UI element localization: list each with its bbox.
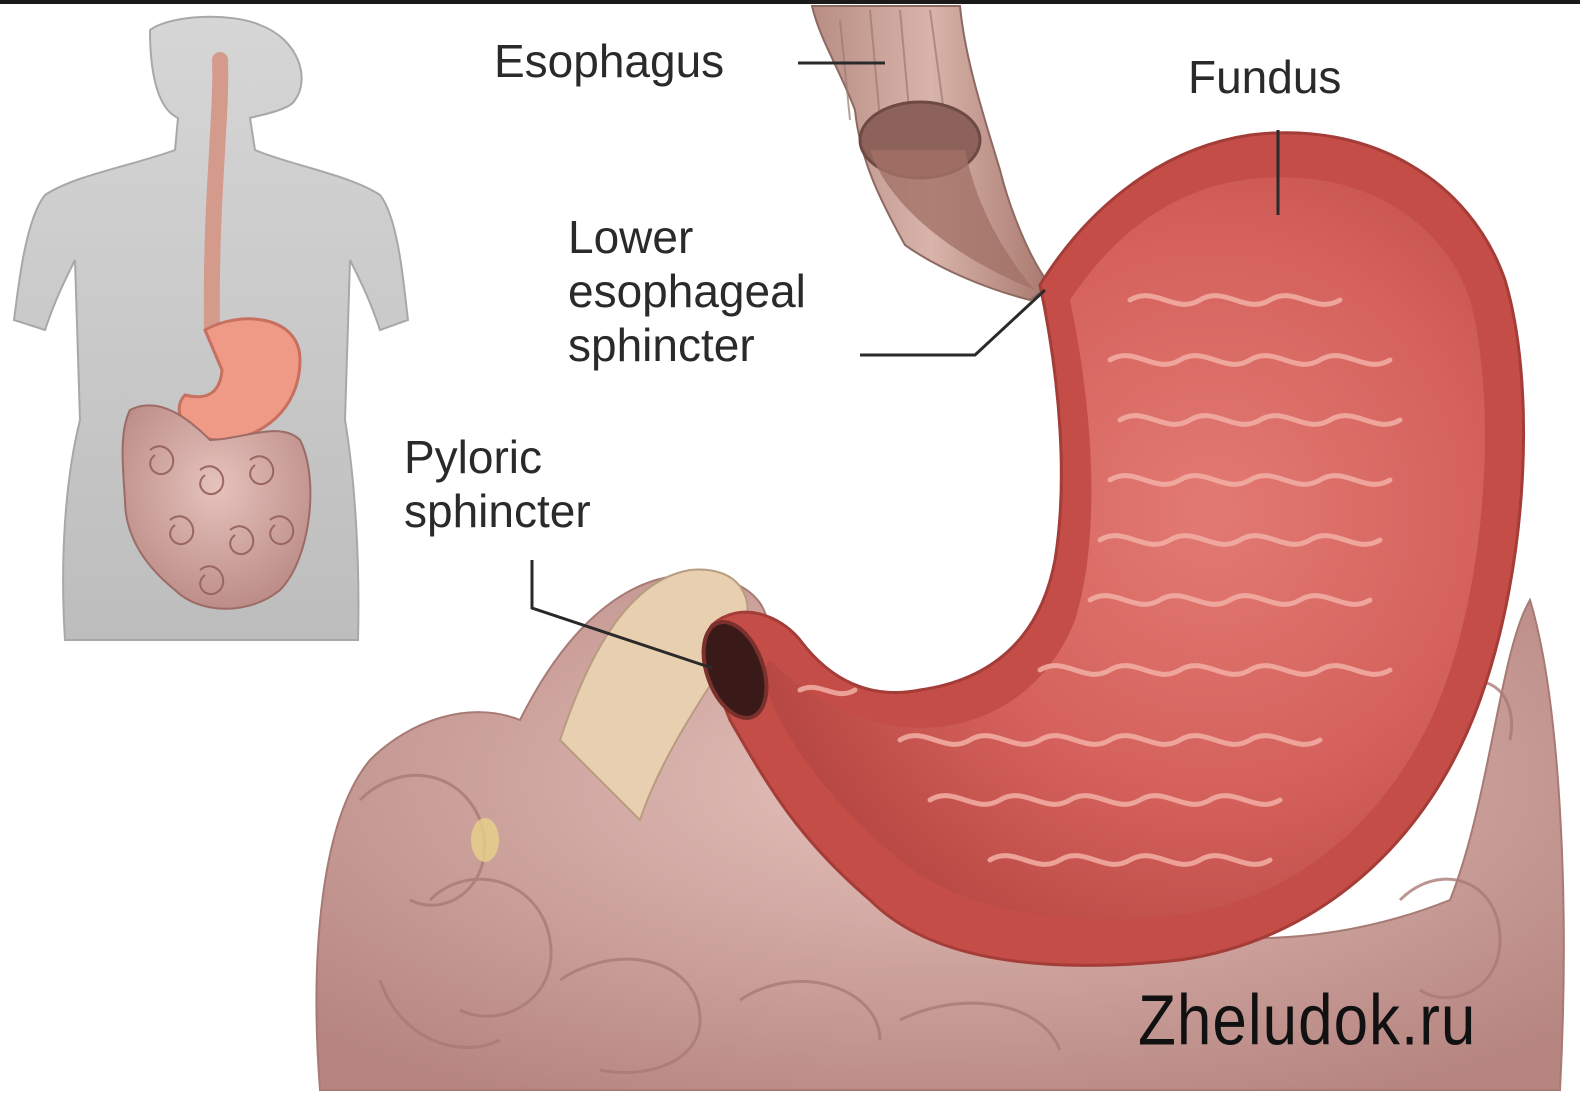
stomach — [692, 133, 1524, 966]
leader-les — [860, 290, 1045, 355]
body-inset — [14, 17, 408, 640]
watermark: Zheludok.ru — [1138, 980, 1476, 1062]
label-fundus: Fundus — [1188, 50, 1341, 104]
label-pyloric-line-2: sphincter — [404, 484, 591, 538]
label-esophagus: Esophagus — [494, 34, 724, 88]
label-lower-esophageal-sphincter: Lower esophageal sphincter — [568, 210, 806, 372]
esophagus — [812, 6, 1050, 300]
inset-esophagus — [212, 60, 220, 330]
label-pyloric-line-1: Pyloric — [404, 430, 591, 484]
label-fundus-text: Fundus — [1188, 51, 1341, 103]
label-les-line-2: esophageal — [568, 264, 806, 318]
top-border — [0, 0, 1580, 4]
label-les-line-3: sphincter — [568, 318, 806, 372]
label-pyloric-sphincter: Pyloric sphincter — [404, 430, 591, 538]
label-esophagus-text: Esophagus — [494, 35, 724, 87]
label-les-line-1: Lower — [568, 210, 806, 264]
